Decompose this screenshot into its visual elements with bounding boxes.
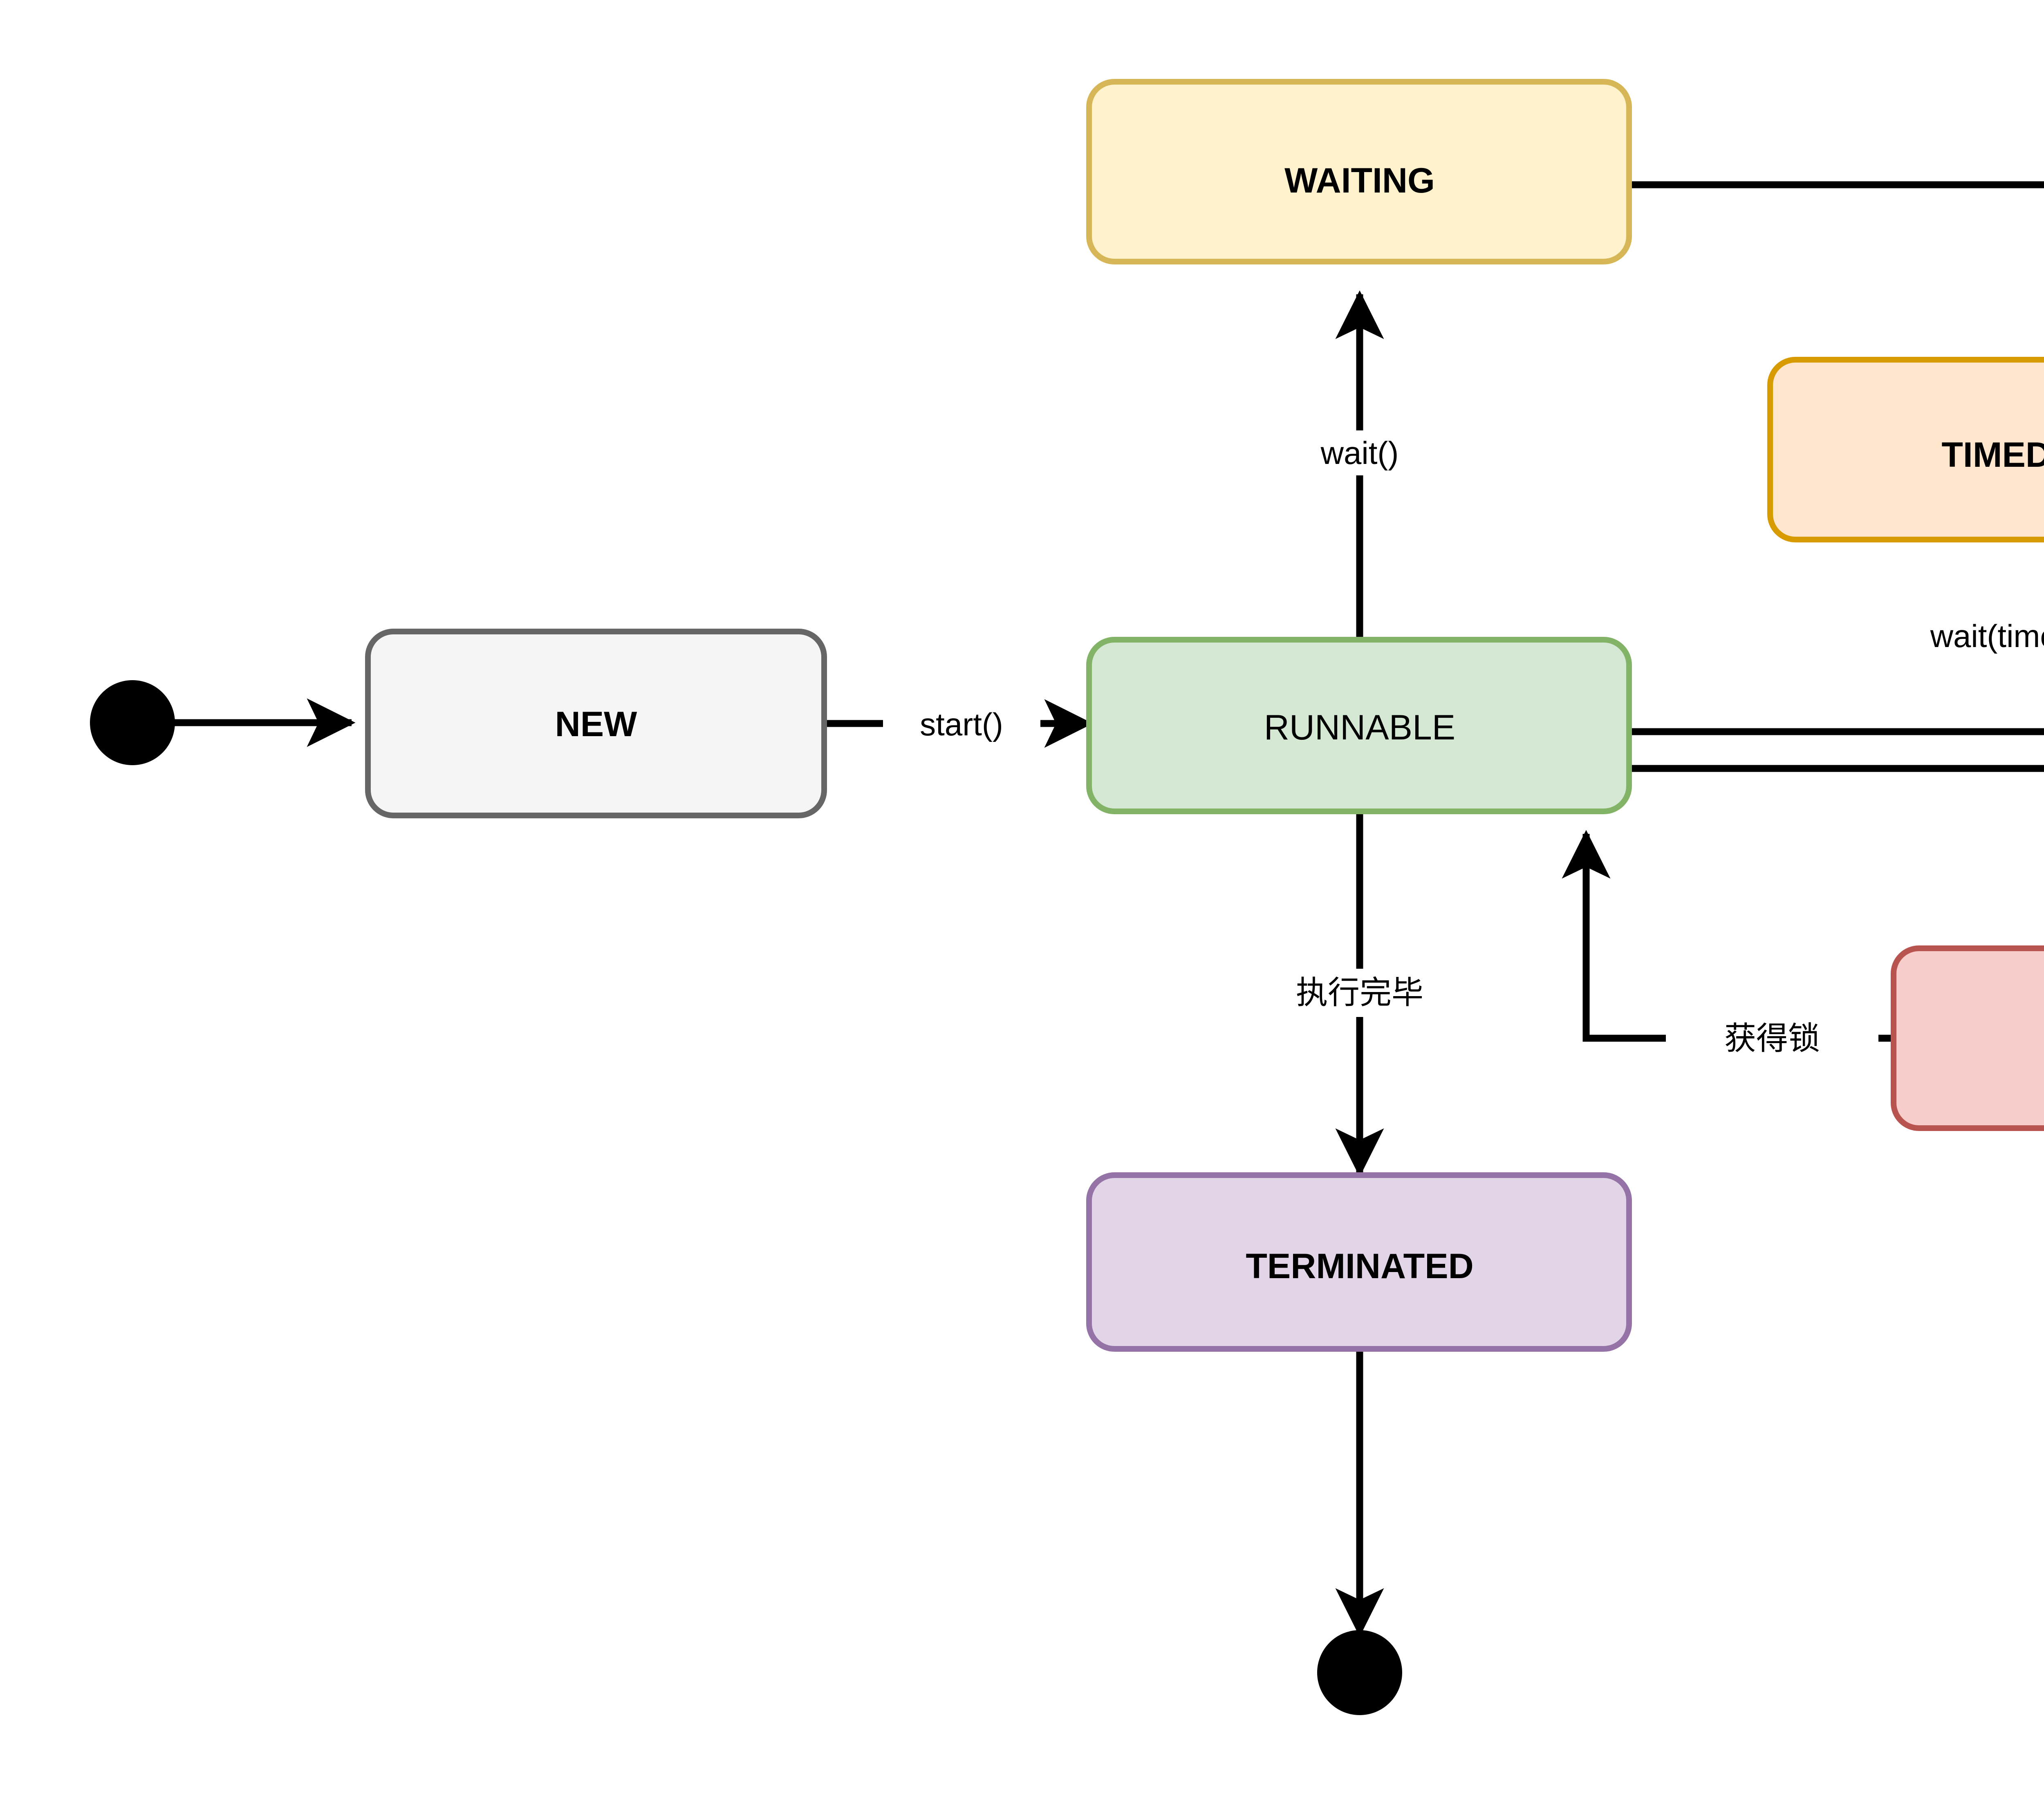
state-box-new[interactable] [365,629,827,818]
edge-label-start: start() [920,706,1003,742]
edge-new-to-runnable: start() [824,699,1093,748]
state-label-waiting: WAITING [1284,161,1435,200]
state-node-terminated[interactable]: TERMINATED [1086,1172,1632,1352]
edge-label-wait: wait() [1320,435,1399,471]
edge-runnable-to-terminated: 执行完毕 [1257,809,1461,1177]
final-state-node [1317,1630,1402,1715]
state-node-waiting[interactable]: WAITING [1086,79,1632,264]
state-node-timed-waiting[interactable]: TIMED_WAITING [1767,357,2044,542]
edge-runnable-to-waiting: wait() [1280,290,1441,654]
edge-label-acquire-lock: 获得锁 [1724,1020,1820,1056]
state-label-timed-waiting: TIMED_WAITING [1941,435,2044,475]
state-box-runnable[interactable] [1086,637,1632,814]
state-node-runnable[interactable]: RUNNABLE [1086,637,1632,814]
edge-label-wait-timeout: wait(timeout)/sleep() [1930,618,2044,654]
edge-runnable-to-timed-waiting: wait(timeout)/sleep() [1629,612,2044,735]
state-node-blocked[interactable]: BLOCKED [1891,945,2044,1131]
initial-state-node [90,680,175,765]
state-box-terminated[interactable] [1086,1172,1632,1352]
edge-blocked-to-runnable: 获得锁 [1562,830,1894,1062]
edge-waiting-to-blocked: notify()/notifyAll() [1629,181,2044,188]
edge-label-finish-execution: 执行完毕 [1296,974,1423,1010]
state-label-terminated: TERMINATED [1246,1247,1473,1286]
state-box-timed-waiting[interactable] [1767,357,2044,542]
state-label-runnable: RUNNABLE [1264,708,1455,747]
state-label-new: NEW [555,705,637,744]
edge-runnable-to-blocked: 等待synchronized锁 [1629,765,2044,772]
state-box-blocked[interactable] [1891,945,2044,1131]
state-box-waiting[interactable] [1086,79,1632,264]
state-node-new[interactable]: NEW [365,629,827,818]
